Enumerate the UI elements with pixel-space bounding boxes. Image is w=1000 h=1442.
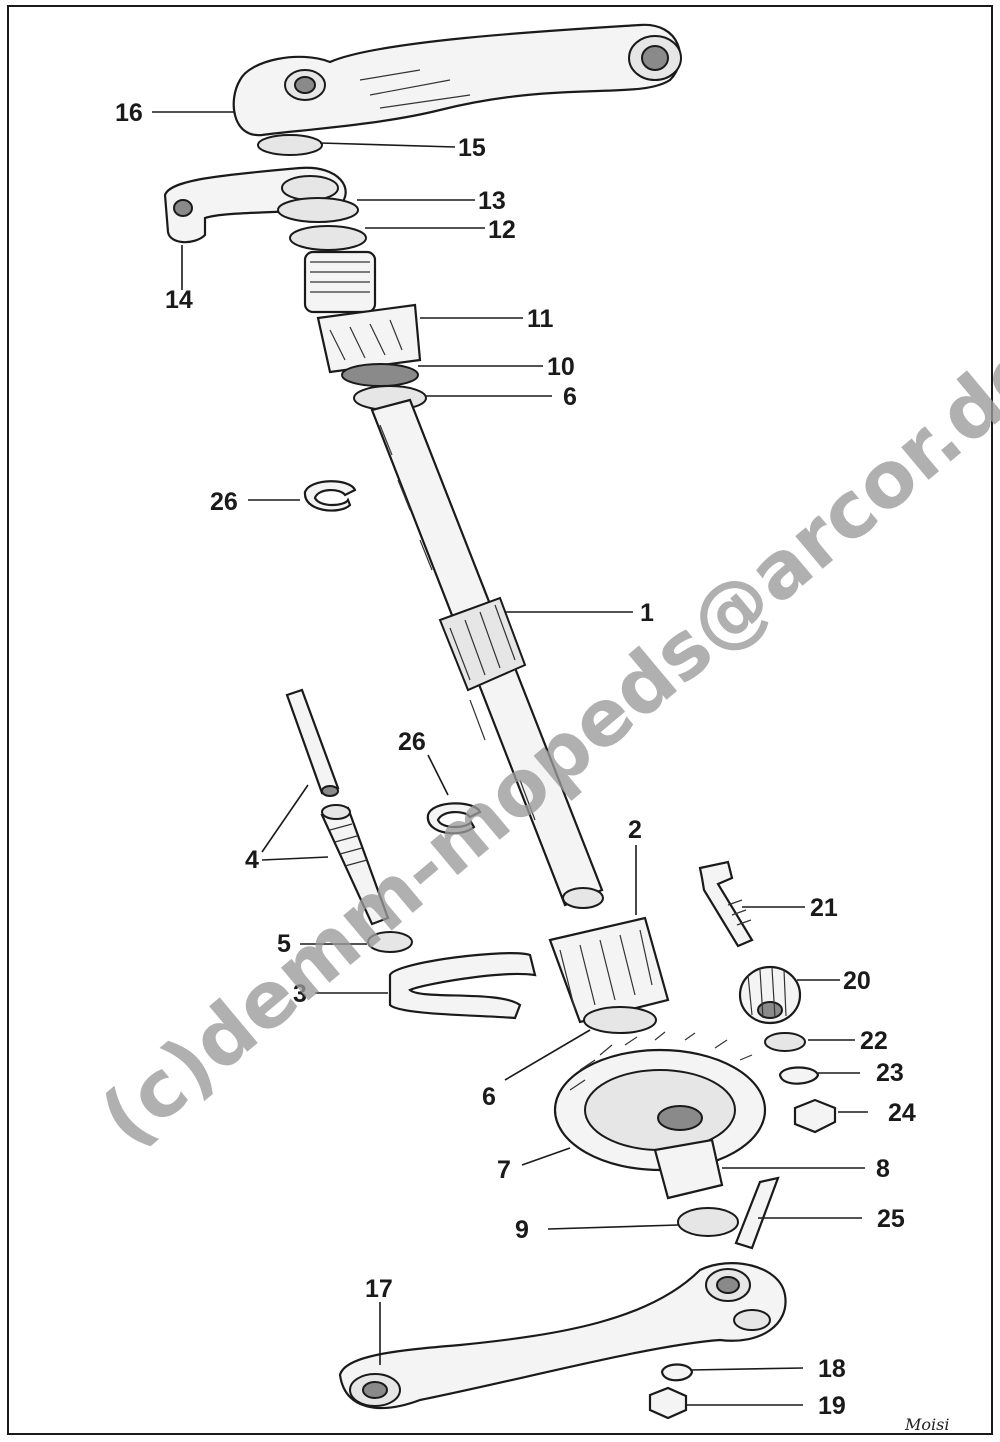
part-19-nut (648, 1386, 688, 1420)
callout-26-lower: 26 (398, 728, 426, 756)
callout-19: 19 (818, 1392, 846, 1420)
callout-3: 3 (293, 980, 307, 1008)
callout-labels: 16 15 13 12 14 11 10 6 26 1 26 4 2 21 5 … (115, 99, 916, 1420)
part-3-spring-clip (388, 952, 537, 1020)
callout-1: 1 (640, 599, 654, 627)
callout-18: 18 (818, 1355, 846, 1383)
callout-2: 2 (628, 816, 642, 844)
part-26-circlip-lower (426, 802, 482, 835)
diagram-frame (7, 5, 993, 1435)
part-4-pin-and-bolt (285, 688, 390, 926)
part-25-pin (734, 1176, 780, 1250)
callout-22: 22 (860, 1027, 888, 1055)
callout-4: 4 (245, 846, 259, 874)
part-12-washer (289, 225, 367, 251)
part-9-bushing (677, 1207, 739, 1237)
callout-14: 14 (165, 286, 193, 314)
part-22-washer (764, 1032, 806, 1052)
leader-lines (152, 111, 868, 1406)
callout-8: 8 (876, 1155, 890, 1183)
callout-20: 20 (843, 967, 871, 995)
callout-24: 24 (888, 1099, 916, 1127)
part-24-nut (793, 1098, 837, 1134)
part-16-pedal-crank-upper (232, 23, 682, 137)
part-2-ratchet-gear (548, 916, 670, 1024)
part-15-snap-ring (257, 134, 323, 156)
callout-23: 23 (876, 1059, 904, 1087)
callout-17: 17 (365, 1275, 393, 1303)
part-20-pinion-gear (738, 965, 802, 1025)
part-1-kickstart-shaft (370, 398, 604, 909)
part-11-clutch-hub (303, 250, 422, 374)
part-23-spring-washer (778, 1066, 820, 1085)
part-6-washer-lower (583, 1006, 657, 1034)
callout-11: 11 (527, 305, 554, 333)
part-21-bolt (698, 860, 754, 948)
part-13-washer (277, 197, 359, 223)
part-5-washer (367, 931, 413, 953)
callout-21: 21 (810, 894, 838, 922)
callout-6-lower: 6 (482, 1083, 496, 1111)
callout-25: 25 (877, 1205, 905, 1233)
callout-12: 12 (488, 216, 516, 244)
part-17-pedal-crank-lower (338, 1262, 787, 1410)
callout-10: 10 (547, 353, 575, 381)
callout-16: 16 (115, 99, 143, 127)
part-26-circlip-upper (303, 480, 357, 512)
callout-6-upper: 6 (563, 383, 577, 411)
callout-7: 7 (497, 1156, 511, 1184)
callout-15: 15 (458, 134, 486, 162)
callout-9: 9 (515, 1216, 529, 1244)
callout-5: 5 (277, 930, 291, 958)
part-10-ring (341, 363, 419, 387)
callout-26-upper: 26 (210, 488, 238, 516)
part-18-spring-washer (660, 1363, 694, 1382)
part-8-sleeve (653, 1138, 724, 1200)
parts-layer (163, 23, 837, 1420)
artist-signature: Moisi (904, 1415, 949, 1434)
callout-13: 13 (478, 187, 506, 215)
